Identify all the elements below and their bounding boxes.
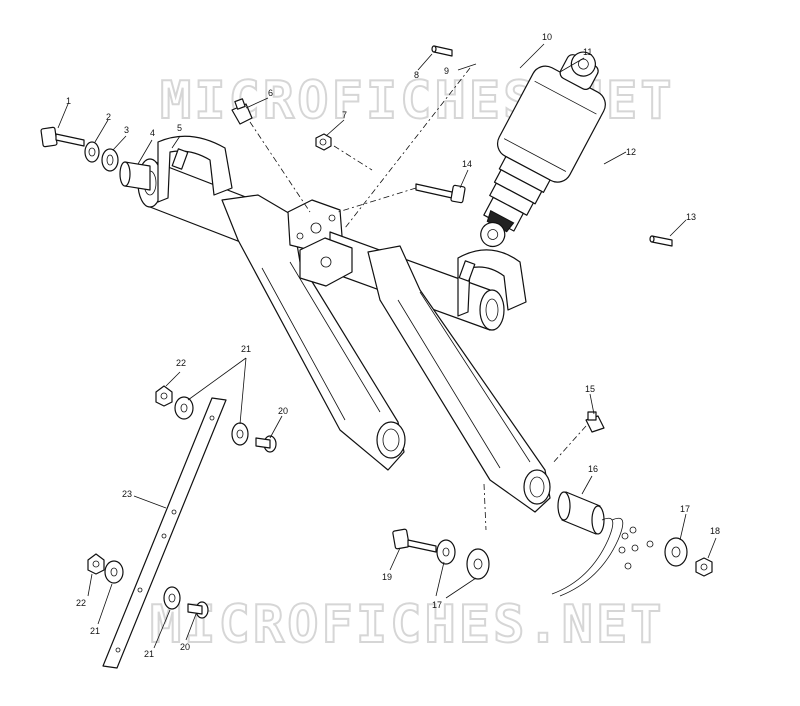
callout-14: 14 (462, 159, 472, 169)
callout-10: 10 (542, 32, 552, 42)
leader-lines (57, 43, 717, 649)
small-washers (618, 526, 654, 570)
swing-arm-front (137, 135, 406, 471)
bushing-4 (119, 161, 151, 191)
callout-3: 3 (124, 125, 129, 135)
washer-3 (101, 148, 119, 172)
shock-absorber (480, 51, 606, 248)
callout-13: 13 (686, 212, 696, 222)
nut-22-bottom (87, 553, 105, 575)
pin-13 (649, 235, 673, 247)
callout-18: 18 (710, 526, 720, 536)
callout-19: 19 (382, 572, 392, 582)
callout-4: 4 (150, 128, 155, 138)
callout-11: 11 (583, 47, 592, 57)
callout-15: 15 (585, 384, 595, 394)
callout-16: 16 (588, 464, 598, 474)
assembly-centerlines (249, 67, 587, 531)
callout-17-right: 17 (680, 504, 690, 514)
watermark-bottom: MICROFICHES.NET (150, 595, 665, 655)
callout-21-left: 21 (90, 626, 100, 636)
shim-arc (559, 517, 624, 597)
nut-22-top (155, 385, 173, 407)
callout-8: 8 (414, 70, 419, 80)
callout-22-bottom: 22 (76, 598, 86, 608)
callout-labels: 1 2 3 4 5 6 7 8 9 10 11 12 13 14 15 16 1… (66, 32, 720, 659)
bolt-1 (40, 126, 85, 148)
washer-21-c (104, 560, 124, 584)
strap-23 (102, 397, 227, 669)
nut-7 (315, 133, 332, 151)
callout-1: 1 (66, 96, 71, 106)
nut-18 (695, 557, 713, 577)
callout-21-top: 21 (241, 344, 251, 354)
callout-12: 12 (626, 147, 636, 157)
swing-arm-rear (299, 231, 551, 513)
callout-9: 9 (444, 66, 449, 76)
washer-21-a (174, 396, 194, 420)
spacer-16 (557, 491, 605, 535)
washer-17-a (436, 539, 456, 565)
bolt-14 (415, 183, 466, 204)
pin-8 (431, 45, 453, 57)
grease-fitting-15 (585, 411, 605, 433)
callout-17-bottom: 17 (432, 600, 442, 610)
bolt-20-bottom (187, 601, 209, 619)
washer-21-b (231, 422, 249, 446)
callout-5: 5 (177, 123, 182, 133)
callout-21-bottom: 21 (144, 649, 154, 659)
washer-21-d (163, 586, 181, 610)
bolt-20-top (255, 435, 277, 453)
washer-17-right (664, 537, 688, 567)
callout-23: 23 (122, 489, 132, 499)
grease-fitting-6 (231, 98, 253, 125)
washer-2 (84, 141, 100, 163)
bolt-19 (392, 528, 437, 553)
callout-20-top: 20 (278, 406, 288, 416)
callout-2: 2 (106, 112, 111, 122)
washer-17-b (466, 548, 490, 580)
callout-7: 7 (342, 110, 347, 120)
callout-6: 6 (268, 88, 273, 98)
callout-20-bottom: 20 (180, 642, 190, 652)
callout-22-top: 22 (176, 358, 186, 368)
